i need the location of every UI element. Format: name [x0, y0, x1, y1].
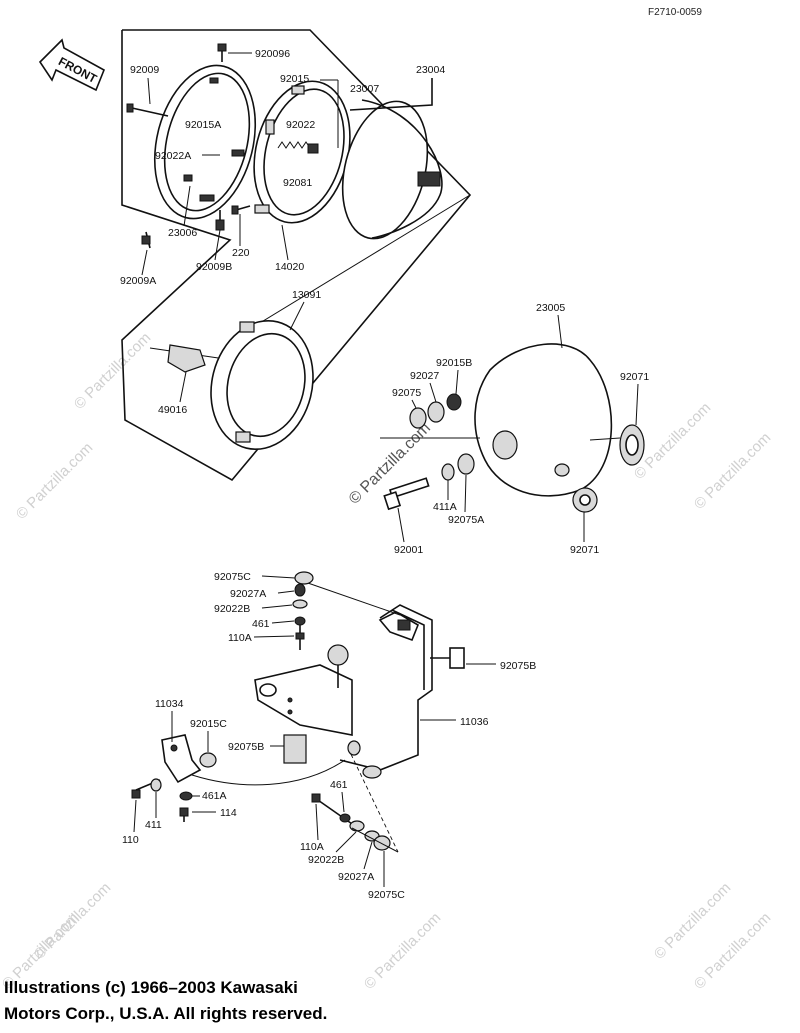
part-label: 110 — [122, 834, 139, 846]
part-label: 92022 — [286, 119, 315, 131]
bracket-11036 — [339, 604, 433, 771]
part-label: 92022B — [308, 854, 344, 866]
part-label: 92075 — [392, 387, 421, 399]
part-label: 92071 — [570, 544, 599, 556]
grommet-92071-lower — [572, 487, 598, 513]
part-label: 92075C — [368, 889, 405, 901]
part-label: 23006 — [168, 227, 197, 239]
watermark: © Partzilla.com — [13, 439, 96, 522]
part-label: 114 — [220, 807, 237, 819]
lamp-unit-23007 — [341, 99, 443, 240]
screw-92009A — [141, 231, 151, 249]
part-label: 461A — [202, 790, 227, 802]
leader-line — [589, 437, 621, 441]
clip-49016 — [167, 344, 206, 373]
front-arrow: FRONT — [38, 38, 106, 92]
part-label: 92022B — [214, 603, 250, 615]
leader-line — [304, 581, 401, 616]
part-label: 411 — [145, 819, 162, 831]
part-label: 92075B — [228, 741, 264, 753]
copyright-line: Motors Corp., U.S.A. All rights reserved… — [4, 1004, 328, 1023]
part-label: 92015B — [436, 357, 472, 369]
leader-line — [231, 194, 471, 341]
bolt-stack-upper — [380, 393, 480, 511]
copyright-notice: Illustrations (c) 1966–2003 Kawasaki Mot… — [4, 975, 424, 1027]
part-label: 220 — [232, 247, 250, 259]
part-label: 92001 — [394, 544, 423, 556]
document-code: F2710-0059 — [648, 7, 702, 18]
part-label: 23005 — [536, 302, 565, 314]
part-label: 92027A — [230, 588, 266, 600]
inner-ring-14020 — [253, 80, 351, 224]
part-label: 14020 — [275, 261, 304, 273]
cushion-92075B-right — [430, 647, 465, 669]
watermark: © Partzilla.com — [71, 329, 154, 412]
screw-92009B — [215, 210, 225, 231]
watermark: © Partzilla.com — [691, 429, 774, 512]
part-label: 92015C — [190, 718, 227, 730]
screw-92009 — [126, 103, 169, 117]
mount-plate — [254, 644, 353, 736]
part-label: 49016 — [158, 404, 187, 416]
outer-rim-23006 — [153, 64, 257, 220]
bolt-stack-top — [292, 571, 314, 650]
grommet-92071-upper — [619, 424, 645, 466]
part-labels: 920096 23004 92009 92015 23007 92015A 92… — [120, 48, 649, 901]
part-label: 92071 — [620, 371, 649, 383]
part-label: 92081 — [283, 177, 312, 189]
part-label: 92009A — [120, 275, 156, 287]
spring-92081 — [277, 141, 319, 154]
assembly-frame — [121, 29, 472, 482]
part-label: 920096 — [255, 48, 290, 60]
part-label: 92009B — [196, 261, 232, 273]
lower-hardware — [131, 740, 399, 853]
part-label: 92075A — [448, 514, 484, 526]
part-label: 11036 — [460, 716, 489, 728]
screw-920096 — [217, 43, 227, 62]
sealed-beam-13091 — [210, 319, 314, 451]
part-label: 23007 — [350, 83, 379, 95]
part-label: 92027A — [338, 871, 374, 883]
part-label: 461 — [252, 618, 270, 630]
part-label: 23004 — [416, 64, 445, 76]
bracket-11034 — [161, 734, 217, 784]
part-label: 461 — [330, 779, 348, 791]
cushion-92075B-left — [283, 734, 307, 764]
part-label: 411A — [433, 501, 457, 513]
copyright-line: Illustrations (c) 1966–2003 Kawasaki — [4, 978, 298, 997]
part-label: 92075B — [500, 660, 536, 672]
part-label: 92015A — [185, 119, 221, 131]
housing-23005 — [474, 343, 613, 497]
part-label: 92015 — [280, 73, 309, 85]
part-label: 13091 — [292, 289, 321, 301]
link-line — [191, 759, 346, 786]
watermark: © Partzilla.com — [31, 879, 114, 962]
part-label: 92075C — [214, 571, 251, 583]
screw-220 — [231, 205, 251, 215]
part-label: 110A — [228, 632, 252, 644]
part-label: 110A — [300, 841, 324, 853]
part-label: 92022A — [155, 150, 191, 162]
part-label: 11034 — [155, 698, 184, 710]
part-label: 92027 — [410, 370, 439, 382]
part-label: 92009 — [130, 64, 159, 76]
